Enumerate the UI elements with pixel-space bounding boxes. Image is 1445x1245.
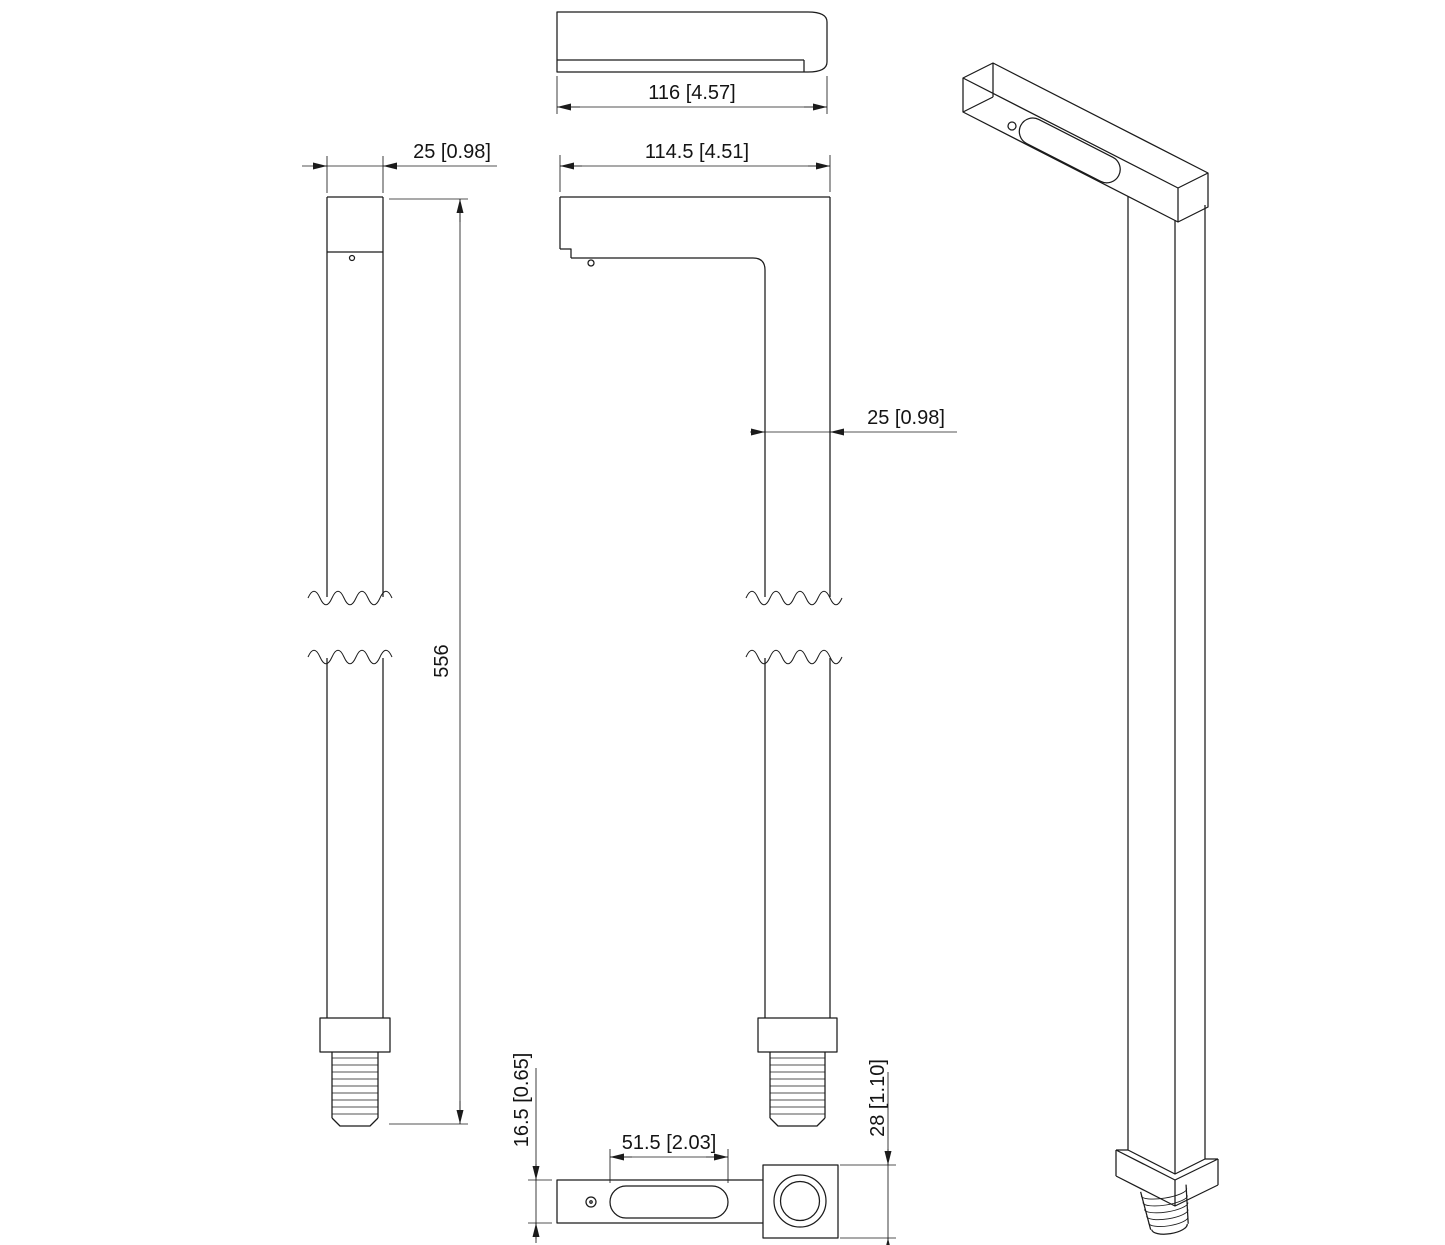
side-screw-hole	[348, 254, 356, 262]
break-line	[745, 590, 843, 606]
iso-thread-lines	[1140, 1188, 1189, 1227]
front-screw-hole	[587, 259, 595, 267]
thread-boss-outline	[773, 1174, 827, 1228]
dim-bottom-height-label: 28 [1.10]	[867, 1059, 889, 1137]
iso-screw-hole	[1007, 121, 1017, 131]
side-view: 25 [0.98] 556	[302, 141, 497, 1127]
thread-lines	[770, 1057, 825, 1115]
break-line	[307, 590, 393, 606]
dim-side-width-label: 25 [0.98]	[413, 141, 491, 163]
bottom-view: 51.5 [2.03] 16.5 [0.65] 28 [1.10]	[511, 1053, 896, 1245]
dim-leg-width-label: 25 [0.98]	[867, 407, 945, 429]
iso-threaded-stud	[1140, 1184, 1189, 1235]
dim-height-label: 556	[431, 644, 453, 677]
dim-slot-length: 51.5 [2.03]	[609, 1132, 729, 1183]
dim-bottom-height: 28 [1.10]	[840, 1059, 896, 1245]
iso-collar	[1115, 1149, 1219, 1207]
thread-lines	[332, 1057, 378, 1115]
dim-bottom-depth: 16.5 [0.65]	[511, 1053, 552, 1243]
iso-lens-slot	[1018, 117, 1121, 184]
break-line	[307, 649, 393, 665]
top-view: 116 [4.57]	[556, 11, 828, 114]
dim-height: 556	[389, 198, 468, 1125]
dim-top-width-label: 116 [4.57]	[648, 82, 735, 104]
bottom-screw-hole	[585, 1196, 597, 1208]
dim-top-width: 116 [4.57]	[556, 76, 828, 114]
iso-post	[1127, 196, 1206, 1175]
dim-front-width-label: 114.5 [4.51]	[645, 141, 749, 163]
dim-front-width: 114.5 [4.51]	[559, 141, 831, 192]
dim-bottom-depth-label: 16.5 [0.65]	[511, 1053, 533, 1148]
break-line	[745, 649, 843, 665]
bottom-screw-center	[589, 1200, 593, 1204]
dim-side-width: 25 [0.98]	[302, 141, 497, 193]
isometric-view	[962, 62, 1219, 1235]
thread-boss-inner	[779, 1180, 821, 1222]
dim-slot-length-label: 51.5 [2.03]	[622, 1132, 717, 1154]
iso-head-outline	[962, 62, 1209, 223]
lens-slot	[609, 1185, 729, 1219]
front-view: 114.5 [4.51] 25 [0.98]	[559, 141, 957, 1127]
dim-leg-width: 25 [0.98]	[750, 407, 957, 436]
